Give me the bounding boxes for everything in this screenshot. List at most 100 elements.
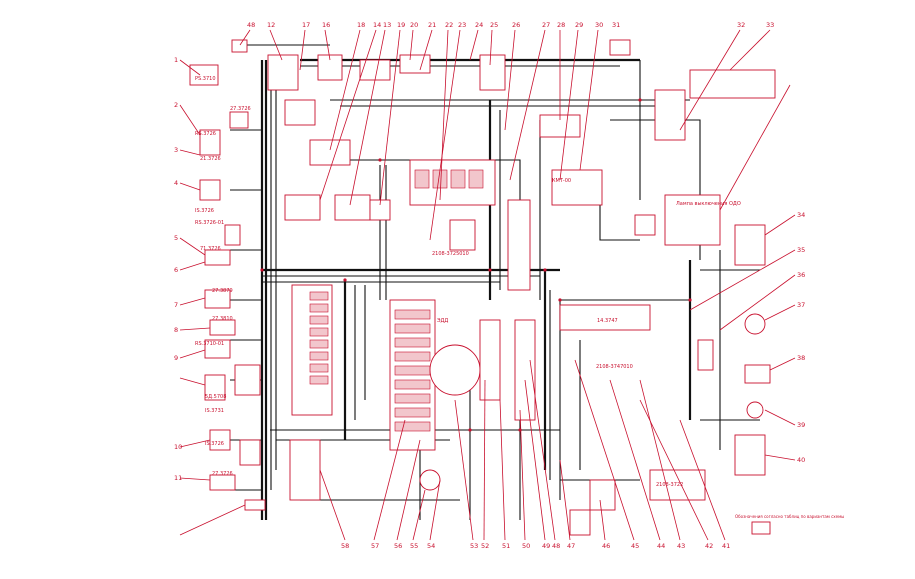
callout-left-11: 11 xyxy=(174,474,182,482)
callout-top-13: 24 xyxy=(475,21,483,29)
callout-right-6: 39 xyxy=(797,421,805,429)
callout-top-22: 33 xyxy=(766,21,774,29)
callout-bottom-13: 46 xyxy=(602,542,610,550)
callout-numbers-right: 34 35 36 37 38 39 40 xyxy=(797,211,805,464)
junction-dots xyxy=(260,98,692,432)
callout-top-19: 30 xyxy=(595,21,603,29)
tail-light-right-upper xyxy=(734,224,766,266)
callout-bottom-8: 51 xyxy=(502,542,510,550)
controller-box xyxy=(551,169,603,206)
callout-numbers-left: 1 2 3 4 5 6 7 8 9 10 11 xyxy=(174,56,182,482)
callout-bottom-1: 58 xyxy=(341,542,349,550)
callout-bottom-5: 54 xyxy=(427,542,435,550)
part-label-14: 27.3726 xyxy=(212,471,233,477)
callout-right-4: 37 xyxy=(797,301,805,309)
heater-unit xyxy=(559,304,651,331)
part-label-center-2: КМТ-00 xyxy=(552,178,571,184)
callout-top-14: 25 xyxy=(490,21,498,29)
callout-top-9: 20 xyxy=(410,21,418,29)
callout-bottom-16: 43 xyxy=(677,542,685,550)
callout-left-9: 9 xyxy=(174,354,178,362)
callout-top-10: 21 xyxy=(428,21,436,29)
callout-bottom-6: 53 xyxy=(470,542,478,550)
callout-right-1: 34 xyxy=(797,211,805,219)
callout-left-2: 2 xyxy=(174,101,178,109)
relay-lower-mid xyxy=(589,479,616,511)
callout-leaders xyxy=(179,29,796,541)
callout-left-5: 5 xyxy=(174,234,178,242)
callout-top-12: 23 xyxy=(458,21,466,29)
part-label-11: 5Д.5708 xyxy=(205,394,226,400)
callout-left-6: 6 xyxy=(174,266,178,274)
tail-light-right-lower xyxy=(734,434,766,476)
callout-left-10: 10 xyxy=(174,443,182,451)
callout-bottom-18: 41 xyxy=(722,542,730,550)
relay-bottom xyxy=(569,509,591,536)
part-labels-right: Лампа выключения ОДО xyxy=(676,201,741,207)
callout-right-5: 38 xyxy=(797,354,805,362)
part-label-4: 21.3726 xyxy=(200,156,221,162)
callout-left-7: 7 xyxy=(174,301,178,309)
part-labels-center: ЭДД КМТ-00 2108-3725010 14.3747 2108-374… xyxy=(432,178,683,488)
part-label-center-4: 14.3747 xyxy=(597,318,618,324)
callout-numbers-top: 48 12 17 16 18 14 13 19 20 21 22 23 24 2… xyxy=(247,21,774,29)
callout-bottom-3: 56 xyxy=(394,542,402,550)
callout-right-3: 36 xyxy=(797,271,805,279)
fuse-block-bottom xyxy=(289,439,321,501)
part-label-1: PS.3710 xyxy=(195,76,216,82)
connector-top-right xyxy=(654,89,686,141)
part-label-center-5: 2108-3747010 xyxy=(596,364,633,370)
callout-top-3: 17 xyxy=(302,21,310,29)
gauge-circle xyxy=(429,344,481,396)
callout-right-2: 35 xyxy=(797,246,805,254)
callout-left-1: 1 xyxy=(174,56,178,64)
fan-motor xyxy=(419,469,441,491)
part-label-10: RS.3710-01 xyxy=(195,341,224,347)
callout-left-4: 4 xyxy=(174,179,178,187)
callout-bottom-2: 57 xyxy=(371,542,379,550)
callout-left-8: 8 xyxy=(174,326,178,334)
part-label-2: 27.3726 xyxy=(230,106,251,112)
part-label-center-1: ЭДД xyxy=(437,318,448,324)
callout-top-8: 19 xyxy=(397,21,405,29)
part-label-8: 27.3879 xyxy=(212,288,233,294)
part-label-13: IS.3726 xyxy=(205,441,224,447)
callout-bottom-14: 45 xyxy=(631,542,639,550)
components xyxy=(189,39,776,536)
part-label-5: IS.3726 xyxy=(195,208,214,214)
callout-top-6: 14 xyxy=(373,21,381,29)
callout-bottom-15: 44 xyxy=(657,542,665,550)
part-label-3: RS.3726 xyxy=(195,131,216,137)
part-label-right-1: Лампа выключения ОДО xyxy=(676,201,741,207)
callout-top-4: 16 xyxy=(322,21,330,29)
callout-bottom-9: 50 xyxy=(522,542,530,550)
callout-bottom-7: 52 xyxy=(481,542,489,550)
part-label-12: IS.3731 xyxy=(205,408,224,414)
part-label-9: 27.3810 xyxy=(212,316,233,322)
callout-top-16: 27 xyxy=(542,21,550,29)
callout-bottom-10: 49 xyxy=(542,542,550,550)
notes-symbol xyxy=(751,521,771,535)
notes-text: Обозначения согласно таблиц по вариантам… xyxy=(735,514,844,519)
notes-block: Обозначения согласно таблиц по вариантам… xyxy=(735,514,844,535)
callout-numbers-bottom: 58 57 56 55 54 53 52 51 50 49 48 47 46 4… xyxy=(341,542,730,550)
callout-bottom-11: 48 xyxy=(552,542,560,550)
callout-top-7: 13 xyxy=(383,21,391,29)
callout-top-20: 31 xyxy=(612,21,620,29)
part-label-center-3: 2108-3725010 xyxy=(432,251,469,257)
connector-strip xyxy=(507,199,531,291)
part-label-6: RS.3726-01 xyxy=(195,220,224,226)
ecu-box-bottom xyxy=(649,469,706,501)
callout-right-7: 40 xyxy=(797,456,805,464)
callout-left-3: 3 xyxy=(174,146,178,154)
label-plate-top-right xyxy=(689,69,776,99)
callout-top-17: 28 xyxy=(557,21,565,29)
part-label-7: 71.3726 xyxy=(200,246,221,252)
callout-top-1: 48 xyxy=(247,21,255,29)
connector-column xyxy=(479,319,501,401)
callout-bottom-4: 55 xyxy=(410,542,418,550)
callout-top-18: 29 xyxy=(575,21,583,29)
callout-top-11: 22 xyxy=(445,21,453,29)
switch-column xyxy=(514,319,536,421)
